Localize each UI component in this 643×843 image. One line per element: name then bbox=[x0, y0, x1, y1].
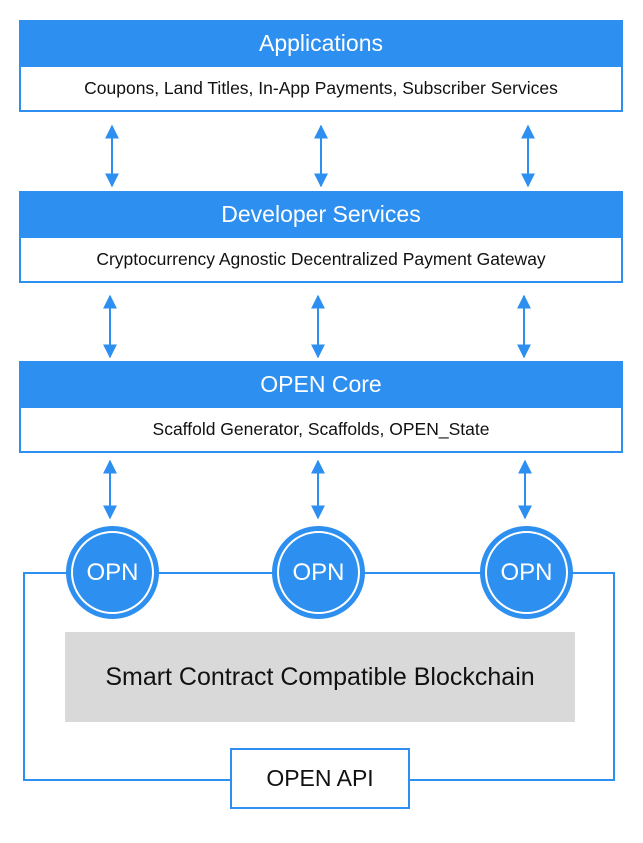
layer-applications-description: Coupons, Land Titles, In-App Payments, S… bbox=[84, 78, 558, 98]
opn-node-2: OPN bbox=[272, 526, 365, 619]
layer-open-core-header: OPEN Core bbox=[19, 361, 623, 408]
open-api-label: OPEN API bbox=[266, 765, 374, 791]
layer-developer-services-body: Cryptocurrency Agnostic Decentralized Pa… bbox=[19, 238, 623, 283]
opn-node-1-label: OPN bbox=[86, 558, 139, 586]
layer-applications-title: Applications bbox=[258, 30, 384, 56]
opn-node-1: OPN bbox=[66, 526, 159, 619]
network-loop-right bbox=[410, 572, 615, 781]
layer-open-core-body: Scaffold Generator, Scaffolds, OPEN_Stat… bbox=[19, 408, 623, 453]
layer-applications-header: Applications bbox=[19, 20, 623, 67]
network-loop-left bbox=[23, 572, 230, 781]
opn-node-3-label: OPN bbox=[500, 558, 553, 586]
open-api-box: OPEN API bbox=[230, 748, 410, 809]
opn-node-2-label: OPN bbox=[292, 558, 345, 586]
opn-node-3: OPN bbox=[480, 526, 573, 619]
layer-open-core-description: Scaffold Generator, Scaffolds, OPEN_Stat… bbox=[152, 419, 490, 439]
blockchain-label: Smart Contract Compatible Blockchain bbox=[105, 662, 535, 691]
layer-open-core-title: OPEN Core bbox=[260, 371, 382, 397]
layer-developer-services-description: Cryptocurrency Agnostic Decentralized Pa… bbox=[96, 249, 546, 269]
layer-developer-services-title: Developer Services bbox=[221, 201, 421, 227]
layer-developer-services-header: Developer Services bbox=[19, 191, 623, 238]
layer-applications-body: Coupons, Land Titles, In-App Payments, S… bbox=[19, 67, 623, 112]
blockchain-box: Smart Contract Compatible Blockchain bbox=[65, 632, 575, 722]
